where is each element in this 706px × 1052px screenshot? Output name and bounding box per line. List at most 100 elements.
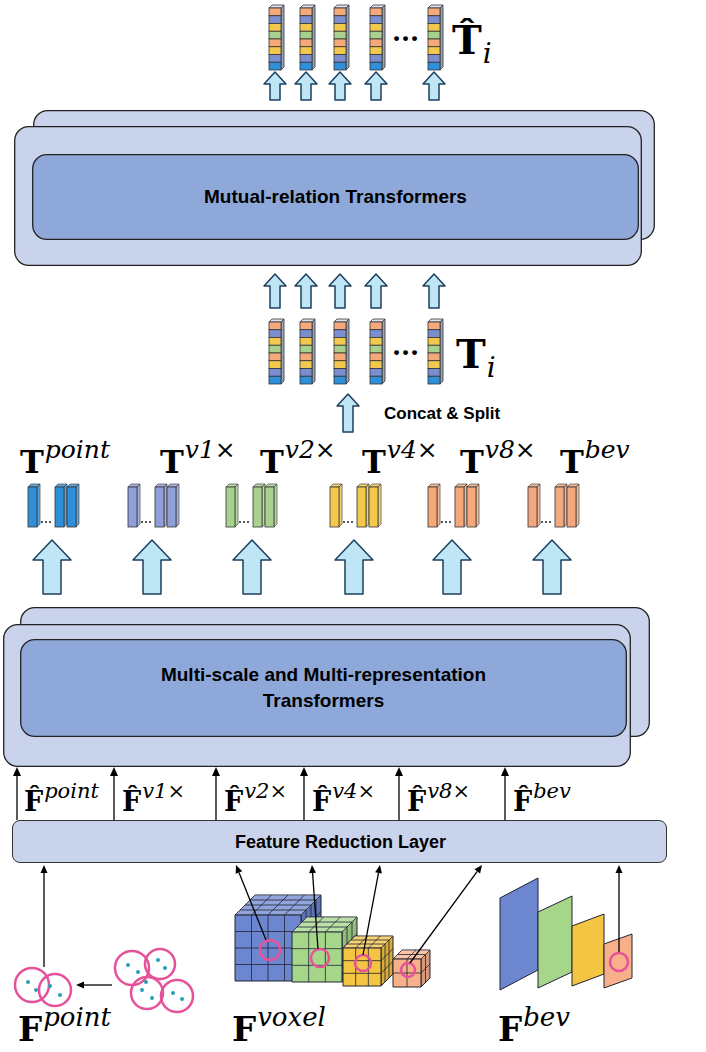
token-cell <box>334 338 346 346</box>
token-cell <box>334 376 346 384</box>
token-side <box>378 484 381 527</box>
query-circle <box>401 963 415 977</box>
connector-line <box>303 775 304 820</box>
bev-map <box>538 896 572 988</box>
token-cell <box>370 376 382 384</box>
flow-arrow <box>264 72 286 100</box>
arrow-head <box>616 865 623 873</box>
token-top <box>253 484 265 487</box>
math-symbol: F <box>498 1012 522 1046</box>
token-bar <box>528 487 537 527</box>
flow-arrow <box>233 540 271 594</box>
token-cell <box>428 31 440 39</box>
token-bar <box>330 487 339 527</box>
feature-arrow <box>410 871 477 963</box>
ellipsis-dot <box>45 521 47 523</box>
transformer-stack: Multi-scale and Multi-representation Tra… <box>3 607 653 767</box>
query-circle <box>311 949 329 967</box>
token-side <box>564 484 567 527</box>
token-cell <box>428 376 440 384</box>
token-cell <box>370 55 382 63</box>
token-side <box>235 484 238 527</box>
voxel-grid <box>389 940 390 978</box>
text-area: Feature Reduction Layer <box>13 821 668 864</box>
token-top <box>330 484 342 487</box>
ellipsis-dot <box>441 521 443 523</box>
token-side <box>476 484 479 527</box>
point-dot <box>144 980 148 984</box>
ellipsis-dot <box>343 521 345 523</box>
stack-layer <box>21 640 627 737</box>
token-cell <box>300 16 312 24</box>
token-bar <box>226 487 235 527</box>
flow-arrow <box>264 274 286 308</box>
query-circle <box>161 980 193 1012</box>
point-dot <box>48 984 52 988</box>
token-cell <box>300 55 312 63</box>
query-circle <box>15 968 49 1002</box>
token-top <box>370 5 385 8</box>
point-dot <box>26 980 30 984</box>
math-symbol: F̂ <box>24 788 43 815</box>
math-symbol: F̂ <box>407 788 426 815</box>
flow-connector <box>300 767 308 820</box>
token-bar <box>128 487 137 527</box>
voxel-front <box>393 959 421 987</box>
token-cell <box>428 330 440 338</box>
token-cell <box>300 47 312 55</box>
token-cell <box>300 62 312 70</box>
math-script: v2× <box>285 437 336 462</box>
token-cell <box>269 353 281 361</box>
connector-line <box>16 775 17 820</box>
ellipsis-dot <box>247 521 249 523</box>
process-box: Feature Reduction Layer <box>12 820 667 863</box>
token-cell <box>269 8 281 16</box>
token-side <box>312 5 315 70</box>
token-side <box>382 319 385 384</box>
arrow-head <box>13 767 21 776</box>
token-cell <box>370 47 382 55</box>
feature-arrow <box>84 984 112 985</box>
math-script: v1× <box>185 437 236 462</box>
ellipsis-dot <box>347 521 349 523</box>
token-side <box>537 484 540 527</box>
token-bar <box>357 487 366 527</box>
voxel-front <box>343 948 381 986</box>
voxel-top <box>393 950 430 959</box>
token-top <box>128 484 140 487</box>
token-cell <box>300 369 312 377</box>
token-cell <box>269 24 281 32</box>
node-title: Multi-scale and Multi-representation Tra… <box>114 662 534 713</box>
voxel-front <box>235 915 301 981</box>
token-top <box>269 5 284 8</box>
token-cell <box>370 62 382 70</box>
math-symbol: T <box>160 446 184 478</box>
token-bar <box>155 487 164 527</box>
token-side <box>440 5 443 70</box>
ellipsis-dot <box>41 521 43 523</box>
voxel-grid <box>351 940 389 941</box>
point-dot <box>126 963 130 967</box>
token-top <box>55 484 67 487</box>
token-side <box>274 484 277 527</box>
flow-connector <box>13 767 21 820</box>
ellipsis-dot <box>149 521 151 523</box>
token-side <box>37 484 40 527</box>
token-bar <box>467 487 476 527</box>
token-top <box>28 484 40 487</box>
token-cell <box>428 55 440 63</box>
token-top <box>555 484 567 487</box>
flow-arrow <box>423 274 445 308</box>
arrow-head <box>300 767 308 776</box>
token-cell <box>269 31 281 39</box>
token-cell <box>370 39 382 47</box>
token-side <box>262 484 265 527</box>
node-title: Feature Reduction Layer <box>235 830 446 854</box>
token-cell <box>334 47 346 55</box>
token-side <box>281 5 284 70</box>
token-cell <box>370 369 382 377</box>
math-script: point <box>43 1004 111 1030</box>
math-script: bev <box>533 781 571 802</box>
flow-arrow <box>533 540 571 594</box>
